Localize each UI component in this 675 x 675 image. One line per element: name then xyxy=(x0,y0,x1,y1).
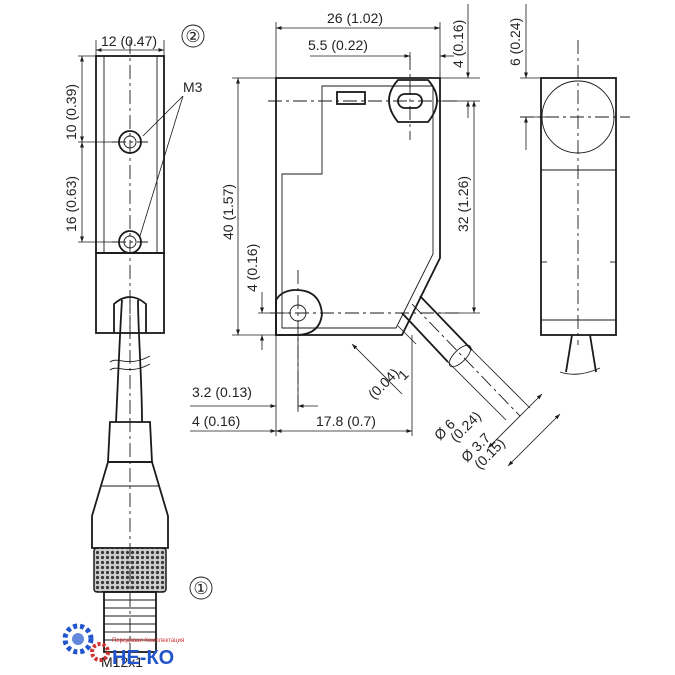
watermark-brand: НЕ-КО xyxy=(112,647,174,669)
dim-lens-offset: 6 (0.24) xyxy=(507,18,523,66)
m3-label: M3 xyxy=(183,79,203,95)
m12-connector xyxy=(91,418,169,658)
dim-hole-offset-top: 4 (0.16) xyxy=(450,20,466,68)
dim-hole-pitch-vertical: 32 (1.26) xyxy=(455,176,471,232)
dim-hole-to-corner: 17.8 (0.7) xyxy=(316,413,376,429)
connector-type-label: M12x1 xyxy=(101,654,143,670)
front-view: 26 (1.02) 5.5 (0.22) 4 (0.16) 40 (1.57) … xyxy=(190,4,561,472)
dim-width-front: 26 (1.02) xyxy=(327,10,383,26)
rear-view-body xyxy=(540,77,617,336)
front-view-body xyxy=(275,77,441,336)
svg-text:②: ② xyxy=(185,27,200,47)
cable-exit xyxy=(401,295,521,417)
cable xyxy=(109,299,151,423)
dim-left-edge: 4 (0.16) xyxy=(192,413,240,429)
rear-view: 6 (0.24) xyxy=(507,4,630,375)
callout-sensor: ② xyxy=(181,24,205,48)
cable-gland xyxy=(113,296,147,333)
dim-hole-offset-left: 3.2 (0.13) xyxy=(192,384,252,400)
dim-width-side: 12 (0.47) xyxy=(101,33,157,49)
dim-height: 40 (1.57) xyxy=(220,184,236,240)
gear-icon xyxy=(62,623,110,662)
watermark-logo: Передовая Комплектация НЕ-КО xyxy=(62,623,184,669)
rear-cable xyxy=(559,334,601,375)
side-view: M3 12 (0.47) ② 10 (0.39) 16 (0.63) xyxy=(63,24,213,670)
callout-connector: ① xyxy=(189,576,213,600)
dim-side-hole-pitch: 16 (0.63) xyxy=(63,176,79,232)
dim-side-hole-top: 10 (0.39) xyxy=(63,84,79,140)
svg-text:①: ① xyxy=(193,579,208,599)
watermark-tagline: Передовая Комплектация xyxy=(112,638,184,644)
dim-hole-offset-bottom: 4 (0.16) xyxy=(244,244,260,292)
dim-hole-offset-x: 5.5 (0.22) xyxy=(308,37,368,53)
